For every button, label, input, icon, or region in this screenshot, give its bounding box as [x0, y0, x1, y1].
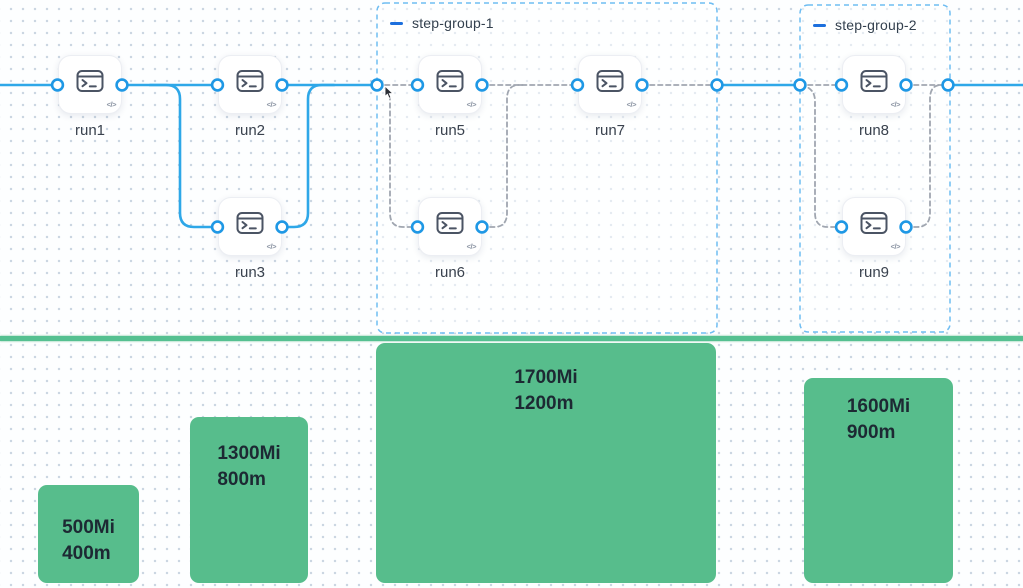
node-run2[interactable]: </> — [218, 55, 282, 114]
collapse-icon[interactable] — [813, 23, 826, 27]
group-label: step-group-2 — [835, 17, 917, 33]
edge-stepgroup2-run9[interactable] — [800, 84, 841, 228]
group-label: step-group-1 — [412, 15, 494, 31]
node-label-run3: run3 — [234, 264, 266, 281]
group-port-3[interactable] — [941, 78, 955, 92]
port-run5-in[interactable] — [410, 78, 425, 92]
terminal-icon — [436, 212, 464, 234]
node-label-run2: run2 — [234, 122, 266, 139]
resource-bar-3: 1700Mi 1200m — [376, 343, 716, 583]
terminal-icon — [596, 70, 624, 92]
node-label-run8: run8 — [858, 122, 890, 139]
port-run6-out[interactable] — [475, 220, 489, 234]
memory-value: 1300Mi — [217, 443, 281, 464]
terminal-icon — [236, 212, 264, 234]
resource-bar-label: 1300Mi 800m — [217, 441, 280, 492]
group-header-step-group-1: step-group-1 — [390, 15, 494, 31]
terminal-icon — [860, 212, 888, 234]
port-run8-in[interactable] — [834, 78, 849, 92]
edge-run9-merge[interactable] — [905, 84, 949, 228]
group-border-step-group-2 — [799, 4, 951, 333]
port-run5-out[interactable] — [475, 78, 489, 92]
memory-value: 1600Mi — [846, 396, 911, 417]
node-label-run1: run1 — [74, 122, 106, 139]
resource-bar-1: 500Mi 400m — [38, 485, 139, 583]
cpu-value: 900m — [846, 421, 896, 443]
node-run5[interactable]: </> — [418, 55, 482, 114]
memory-value: 500Mi — [62, 517, 115, 538]
node-run1[interactable]: </> — [58, 55, 122, 114]
code-icon: </> — [466, 100, 477, 109]
resource-bar-label: 500Mi 400m — [62, 515, 115, 566]
node-run6[interactable]: </> — [418, 197, 482, 256]
memory-value: 1700Mi — [514, 367, 578, 388]
node-label-run6: run6 — [434, 264, 466, 281]
code-icon: </> — [106, 100, 117, 109]
node-label-run5: run5 — [434, 122, 466, 139]
group-port-2[interactable] — [793, 78, 807, 92]
cpu-value: 400m — [62, 542, 111, 564]
cpu-value: 800m — [217, 468, 266, 490]
port-run2-in[interactable] — [210, 78, 225, 92]
node-run7[interactable]: </> — [578, 55, 642, 114]
port-run6-in[interactable] — [410, 220, 425, 234]
collapse-icon[interactable] — [390, 21, 403, 25]
group-border-step-group-1 — [376, 2, 718, 334]
port-run9-in[interactable] — [834, 220, 849, 234]
resource-bar-4: 1600Mi 900m — [804, 378, 953, 583]
terminal-icon — [860, 70, 888, 92]
terminal-icon — [236, 70, 264, 92]
port-run3-in[interactable] — [210, 220, 225, 234]
code-icon: </> — [466, 242, 477, 251]
port-run1-out[interactable] — [115, 78, 129, 92]
cpu-value: 1200m — [514, 392, 574, 414]
node-run8[interactable]: </> — [842, 55, 906, 114]
section-divider — [0, 336, 1023, 341]
edge-run6-merge[interactable] — [481, 84, 525, 228]
group-port-0[interactable] — [370, 78, 384, 92]
group-port-1[interactable] — [710, 78, 724, 92]
port-run7-out[interactable] — [635, 78, 649, 92]
code-icon: </> — [890, 100, 901, 109]
node-run3[interactable]: </> — [218, 197, 282, 256]
group-header-step-group-2: step-group-2 — [813, 17, 917, 33]
port-run2-out[interactable] — [275, 78, 289, 92]
port-run8-out[interactable] — [899, 78, 913, 92]
resource-bar-label: 1700Mi 1200m — [514, 365, 577, 416]
group-step-group-1[interactable] — [377, 3, 717, 333]
code-icon: </> — [266, 100, 277, 109]
code-icon: </> — [890, 242, 901, 251]
node-run9[interactable]: </> — [842, 197, 906, 256]
edge-run1-run3[interactable] — [148, 83, 219, 229]
port-run3-out[interactable] — [275, 220, 289, 234]
node-label-run7: run7 — [594, 122, 626, 139]
terminal-icon — [76, 70, 104, 92]
mouse-cursor — [384, 86, 394, 99]
code-icon: </> — [626, 100, 637, 109]
port-run7-in[interactable] — [570, 78, 585, 92]
edge-run3-merge[interactable] — [280, 83, 336, 229]
port-run1-in[interactable] — [50, 78, 65, 92]
terminal-icon — [436, 70, 464, 92]
resource-bar-label: 1600Mi 900m — [847, 394, 910, 445]
code-icon: </> — [266, 242, 277, 251]
port-run9-out[interactable] — [899, 220, 913, 234]
resource-bar-2: 1300Mi 800m — [190, 417, 308, 583]
node-label-run9: run9 — [858, 264, 890, 281]
